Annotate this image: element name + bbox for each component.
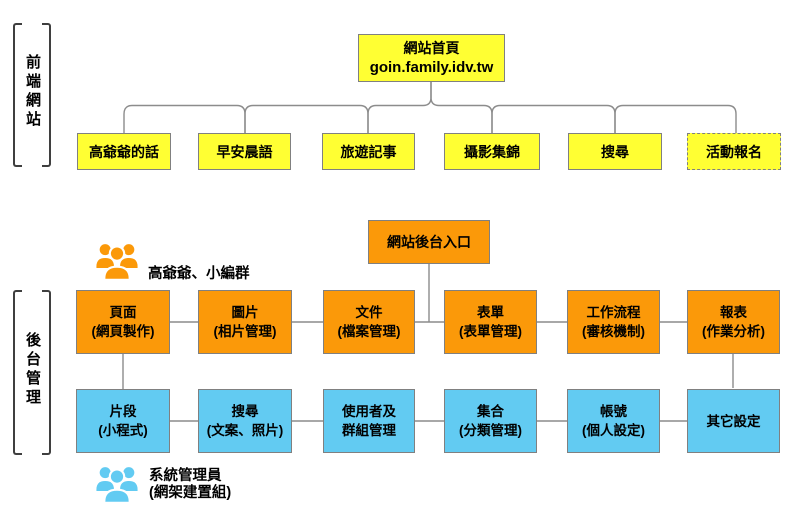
frontend-section-label: 前端網站: [24, 54, 41, 130]
system-subtitle: (小程式): [98, 423, 148, 438]
home-node: 網站首頁 goin.family.idv.tw: [358, 34, 505, 82]
system-node-2: 使用者及 群組管理: [323, 389, 415, 453]
page-node-2: 旅遊記事: [322, 133, 415, 170]
editors-group-icon: [96, 244, 138, 281]
admins-label-line2: (網架建置組): [149, 485, 232, 501]
page-node-3: 攝影集錦: [444, 133, 540, 170]
system-node-4: 帳號 (個人設定): [567, 389, 660, 453]
module-title: 表單: [477, 305, 504, 320]
backend-bracket-left: [13, 290, 22, 455]
admins-group-icon: [96, 467, 138, 504]
system-title: 使用者及: [342, 404, 396, 419]
system-node-0: 片段 (小程式): [76, 389, 170, 453]
home-title: 網站首頁: [403, 40, 460, 56]
backend-bracket-right: [42, 290, 51, 455]
system-node-5: 其它設定: [687, 389, 780, 453]
system-subtitle: (個人設定): [582, 423, 645, 438]
module-title: 文件: [355, 305, 383, 320]
home-url: goin.family.idv.tw: [369, 59, 494, 76]
page-node-1: 早安晨語: [198, 133, 291, 170]
admins-label-line1: 系統管理員: [149, 468, 222, 484]
module-subtitle: (檔案管理): [337, 324, 401, 339]
frontend-bracket-left: [13, 23, 22, 167]
page-node-5-planned: 活動報名: [687, 133, 781, 170]
backend-section-label: 後台管理: [24, 332, 41, 408]
module-subtitle: (表單管理): [459, 324, 522, 339]
system-title: 搜尋: [231, 404, 259, 419]
module-title: 頁面: [109, 305, 137, 320]
system-subtitle: (分類管理): [459, 423, 522, 438]
module-title: 工作流程: [586, 305, 641, 320]
system-subtitle: (文案、照片): [206, 423, 284, 438]
system-title: 其它設定: [706, 413, 761, 429]
module-node-5: 報表 (作業分析): [687, 290, 780, 354]
module-subtitle: (審核機制): [582, 324, 645, 339]
system-subtitle: 群組管理: [342, 423, 396, 438]
system-node-3: 集合 (分類管理): [444, 389, 537, 453]
module-subtitle: (相片管理): [213, 324, 277, 339]
frontend-bracket-right: [42, 23, 51, 167]
system-title: 片段: [109, 404, 137, 419]
module-node-0: 頁面 (網頁製作): [76, 290, 170, 354]
system-title: 集合: [477, 404, 504, 419]
module-node-2: 文件 (檔案管理): [323, 290, 415, 354]
system-title: 帳號: [600, 404, 627, 419]
system-node-1: 搜尋 (文案、照片): [198, 389, 292, 453]
module-node-3: 表單 (表單管理): [444, 290, 537, 354]
admins-label: 系統管理員 (網架建置組): [149, 468, 231, 502]
module-node-4: 工作流程 (審核機制): [567, 290, 660, 354]
page-node-0: 高爺爺的話: [77, 133, 171, 170]
module-subtitle: (網頁製作): [91, 324, 155, 339]
module-subtitle: (作業分析): [702, 324, 765, 339]
page-node-4: 搜尋: [568, 133, 662, 170]
module-title: 報表: [720, 305, 747, 320]
module-title: 圖片: [231, 305, 259, 320]
module-node-1: 圖片 (相片管理): [198, 290, 292, 354]
editors-label: 高爺爺、小編群: [148, 266, 250, 282]
backend-entry-node: 網站後台入口: [368, 220, 490, 264]
